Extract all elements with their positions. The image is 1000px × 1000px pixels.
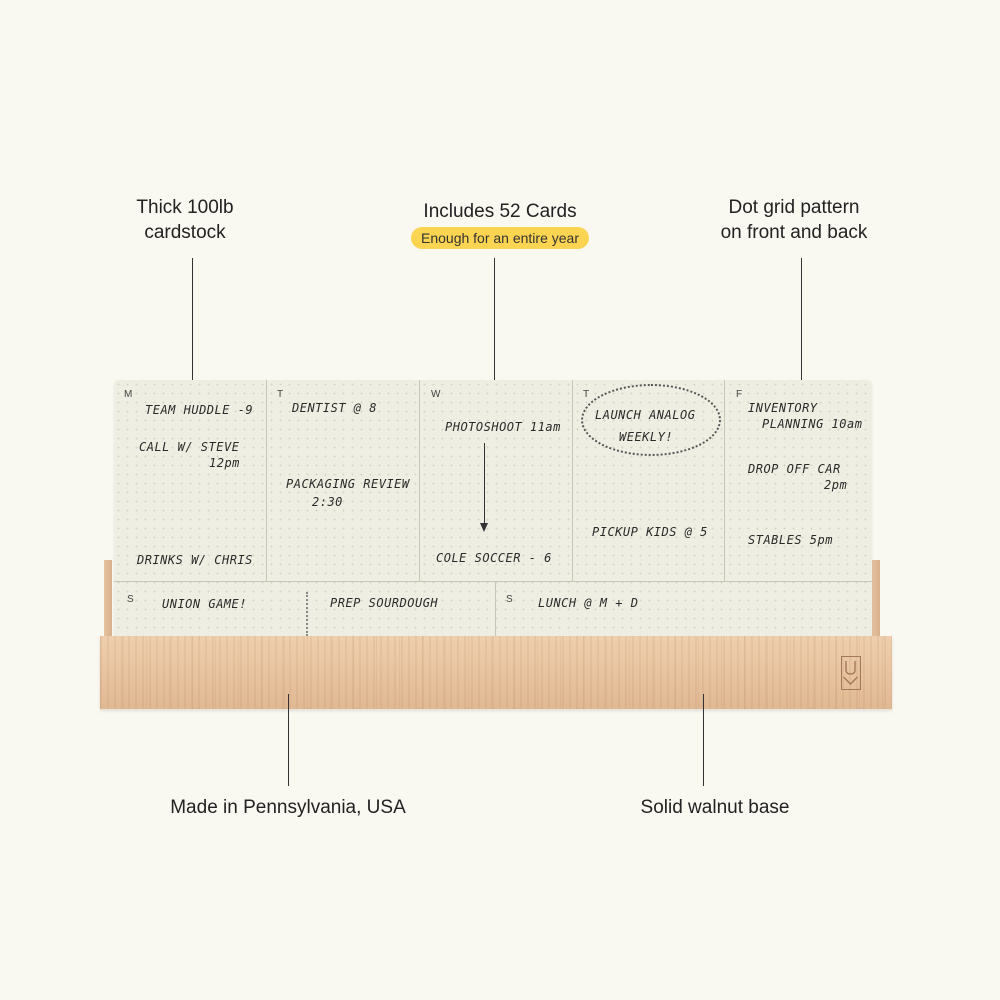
day-fri: F <box>736 389 743 400</box>
fri-entry-2a: DROP OFF CAR <box>748 462 841 476</box>
callout-cards: Includes 52 Cards Enough for an entire y… <box>385 199 615 250</box>
mon-entry-1: TEAM HUDDLE -9 <box>145 403 254 417</box>
col-tue <box>266 380 420 581</box>
day-mon: M <box>124 389 133 400</box>
tue-entry-2a: PACKAGING REVIEW <box>286 477 410 491</box>
wood-base <box>100 636 892 709</box>
sat-sun-divider <box>495 582 496 638</box>
thu-entry-1a: LAUNCH ANALOG <box>595 408 696 422</box>
sat-entry-2: PREP SOURDOUGH <box>330 596 439 610</box>
fri-entry-1a: INVENTORY <box>748 401 818 415</box>
callout-cardstock: Thick 100lb cardstock <box>136 197 234 243</box>
planner-card: M T W T F S S TEAM HUDDLE -9 CALL W/ STE… <box>114 380 872 638</box>
stand-rail-right <box>872 560 880 638</box>
mon-entry-2b: 12pm <box>209 456 240 470</box>
stand-rail-left <box>104 560 112 638</box>
callout-dotgrid: Dot grid pattern on front and back <box>720 197 868 243</box>
wed-entry-1: PHOTOSHOOT 11am <box>445 420 561 434</box>
col-wed <box>419 380 573 581</box>
thu-entry-2: PICKUP KIDS @ 5 <box>592 525 708 539</box>
col-thu <box>572 380 725 581</box>
leader-made-in <box>288 694 289 786</box>
thu-entry-1b: WEEKLY! <box>619 430 674 444</box>
fri-entry-1b: PLANNING 10am <box>762 417 863 431</box>
leader-cardstock <box>192 258 193 383</box>
down-arrow-icon <box>484 443 485 525</box>
mon-entry-3: DRINKS W/ CHRIS <box>137 553 253 567</box>
sun-entry-1: LUNCH @ M + D <box>538 596 639 610</box>
col-mon <box>114 380 267 581</box>
tue-entry-2b: 2:30 <box>312 495 343 509</box>
fri-entry-2b: 2pm <box>824 478 848 492</box>
highlight-ellipse <box>581 384 721 456</box>
cards-pill: Enough for an entire year <box>411 227 589 249</box>
callout-made-in: Made in Pennsylvania, USA <box>170 797 406 818</box>
uv-logo-icon <box>841 656 861 690</box>
weekend-divider <box>114 581 872 582</box>
day-thu: T <box>583 389 590 400</box>
cards-title: Includes 52 Cards <box>423 201 577 222</box>
dotted-divider <box>306 592 308 636</box>
callout-base: Solid walnut base <box>640 797 790 818</box>
wed-entry-2: COLE SOCCER - 6 <box>436 551 552 565</box>
fri-entry-3: STABLES 5pm <box>748 533 833 547</box>
day-wed: W <box>431 389 441 400</box>
day-sun: S <box>506 594 513 605</box>
day-tue: T <box>277 389 284 400</box>
tue-entry-1: DENTIST @ 8 <box>292 401 377 415</box>
sat-entry-1: UNION GAME! <box>162 597 247 611</box>
day-sat: S <box>127 594 134 605</box>
leader-cards <box>494 258 495 385</box>
leader-dotgrid <box>801 258 802 385</box>
leader-base <box>703 694 704 786</box>
down-arrow-head <box>480 523 488 532</box>
mon-entry-2a: CALL W/ STEVE <box>139 440 240 454</box>
